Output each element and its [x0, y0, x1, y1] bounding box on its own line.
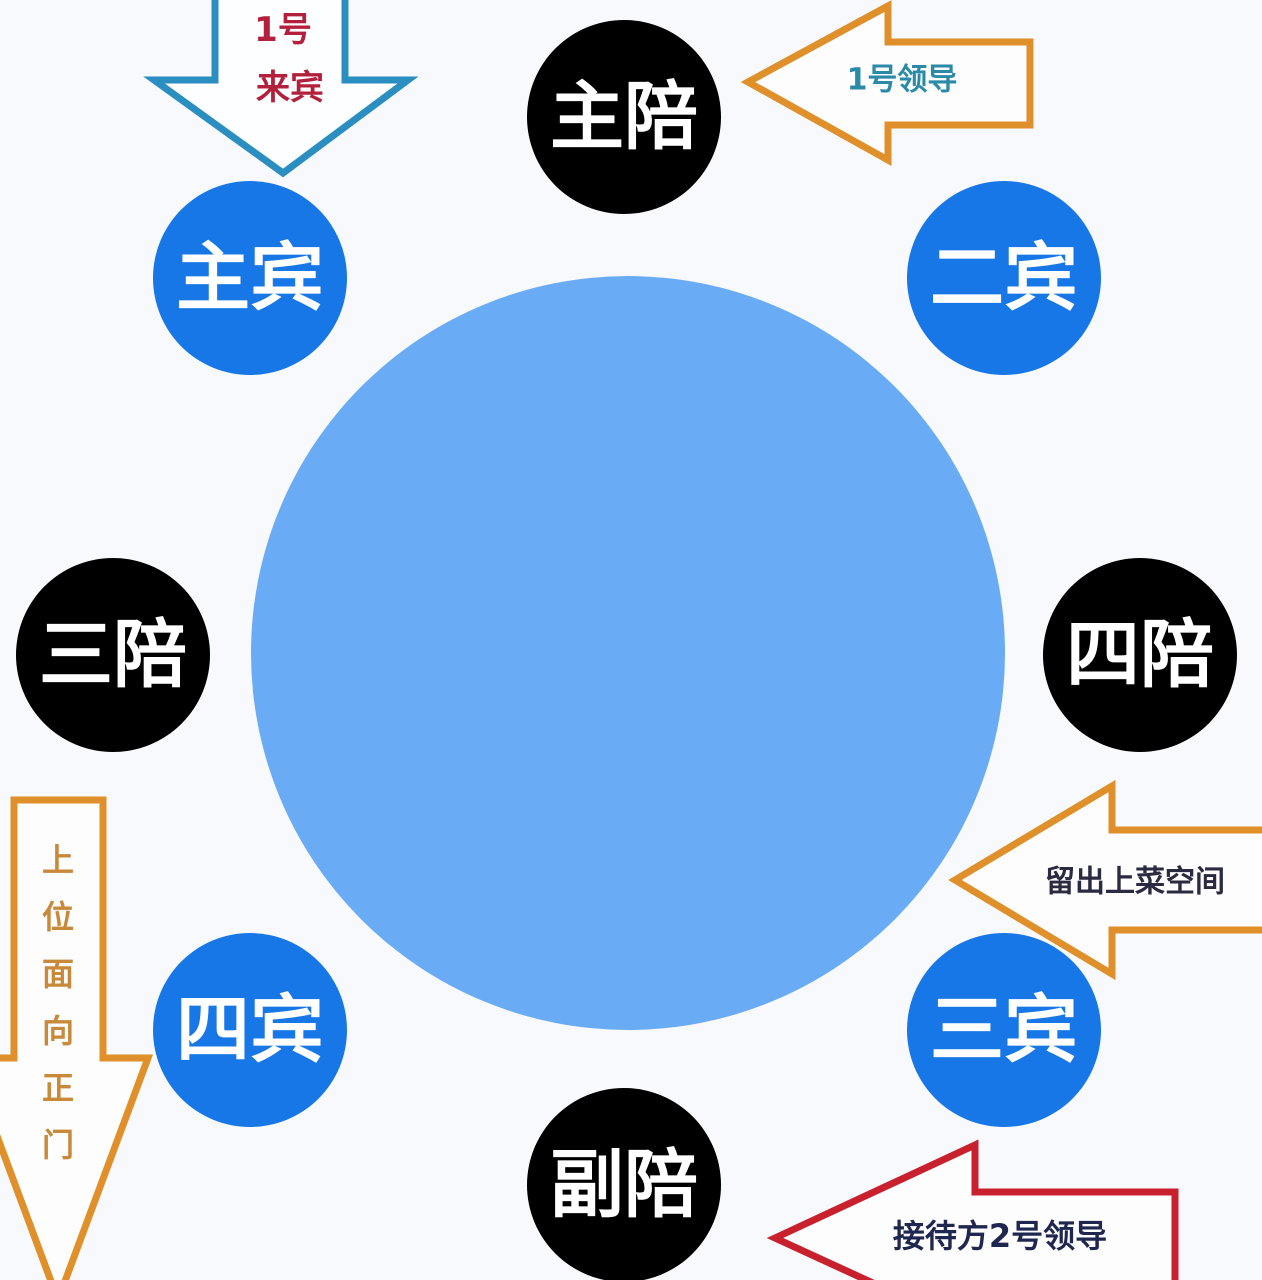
deputy-arrow: 接待方2号领导 — [766, 1139, 1179, 1280]
seat-deputy-host: 副陪 — [527, 1088, 721, 1280]
seat-label: 二宾 — [930, 235, 1078, 321]
seat-label: 四陪 — [1066, 612, 1214, 698]
seat-host4: 四陪 — [1043, 558, 1237, 752]
host-arrow: 1号领导 — [740, 0, 1034, 166]
seat-label: 三宾 — [930, 987, 1078, 1073]
seat-guest2: 二宾 — [907, 181, 1101, 375]
round-table — [251, 276, 1005, 1030]
guest-arrow: 1号 来宾 — [143, 0, 419, 178]
door-arrow-char: 面 — [42, 955, 74, 993]
door-arrow-char: 正 — [42, 1069, 74, 1107]
down-arrow-icon — [0, 796, 154, 1280]
seat-guest3: 三宾 — [907, 933, 1101, 1127]
door-arrow-char: 门 — [42, 1126, 74, 1164]
serve-arrow-label: 留出上菜空间 — [1045, 865, 1225, 900]
door-arrow: 上 位 面 向 正 门 — [0, 796, 154, 1280]
guest-arrow-line1: 1号 — [254, 10, 312, 50]
guest-arrow-line2: 来宾 — [256, 68, 324, 108]
seat-label: 三陪 — [39, 612, 187, 698]
door-arrow-char: 位 — [42, 898, 74, 936]
seat-host: 主陪 — [527, 20, 721, 214]
seat-label: 副陪 — [550, 1142, 698, 1228]
down-arrow-icon — [143, 0, 419, 178]
door-arrow-char: 向 — [42, 1012, 74, 1050]
host-arrow-label: 1号领导 — [847, 63, 958, 98]
serve-arrow: 留出上菜空间 — [948, 779, 1262, 981]
seat-host3: 三陪 — [16, 558, 210, 752]
left-arrow-icon — [766, 1139, 1179, 1280]
seat-label: 主陪 — [550, 74, 698, 160]
seat-label: 四宾 — [176, 987, 324, 1073]
seat-label: 主宾 — [176, 235, 324, 321]
door-arrow-char: 上 — [42, 841, 74, 879]
seat-guest4: 四宾 — [153, 933, 347, 1127]
deputy-arrow-label: 接待方2号领导 — [893, 1217, 1107, 1255]
left-arrow-icon — [948, 779, 1262, 981]
seat-guest1: 主宾 — [153, 181, 347, 375]
left-arrow-icon — [740, 0, 1034, 166]
